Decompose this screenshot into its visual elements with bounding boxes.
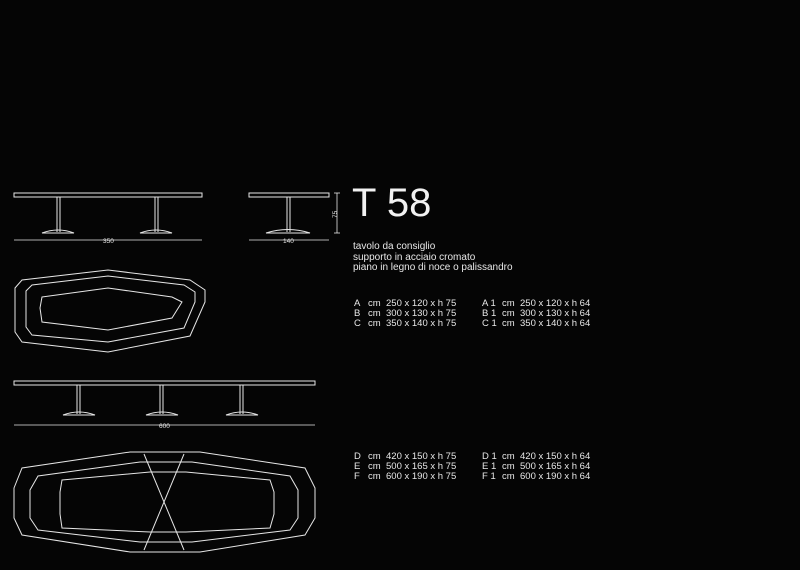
spec-unit: cm: [368, 471, 381, 482]
spec-code: E: [354, 461, 361, 472]
spec-size: 300 x 130 x h 64: [520, 308, 591, 319]
description-line: tavolo da consiglio: [353, 241, 436, 252]
small-table-side-view: [13, 192, 203, 241]
spec-unit: cm: [502, 318, 515, 329]
spec-unit: cm: [368, 298, 381, 309]
spec-row: D 1 cm 420 x 150 x h 64: [482, 452, 590, 462]
spec-size: 600 x 190 x h 64: [520, 471, 591, 482]
spec-code: A: [354, 298, 361, 309]
spec-code: E 1: [482, 461, 497, 472]
spec-size: 500 x 165 x h 64: [520, 461, 591, 472]
spec-row: F 1 cm 600 x 190 x h 64: [482, 472, 590, 482]
spec-unit: cm: [502, 471, 515, 482]
spec-code: B 1: [482, 308, 497, 319]
spec-size: 350 x 140 x h 75: [386, 318, 457, 329]
spec-code: B: [354, 308, 361, 319]
height-dimension: 75: [332, 210, 339, 218]
spec-row: B 1 cm 300 x 130 x h 64: [482, 309, 590, 319]
product-description: tavolo da consiglio supporto in acciaio …: [353, 241, 513, 274]
spec-row: E 1 cm 500 x 165 x h 64: [482, 462, 590, 472]
description-line: piano in legno di noce o palissandro: [353, 262, 513, 273]
spec-size: 420 x 150 x h 75: [386, 451, 457, 462]
spec-size: 500 x 165 x h 75: [386, 461, 457, 472]
spec-row: C 1 cm 350 x 140 x h 64: [482, 319, 590, 329]
model-title: T 58: [352, 181, 432, 225]
spec-size: 250 x 120 x h 64: [520, 298, 591, 309]
spec-unit: cm: [368, 451, 381, 462]
spec-unit: cm: [368, 308, 381, 319]
small-table-plan-view: [14, 269, 206, 353]
spec-size: 600 x 190 x h 75: [386, 471, 457, 482]
spec-unit: cm: [368, 318, 381, 329]
spec-size: 350 x 140 x h 64: [520, 318, 591, 329]
spec-table-abc-1: A 1 cm 250 x 120 x h 64 B 1 cm 300 x 130 x h…: [482, 299, 590, 329]
spec-code: D 1: [482, 451, 497, 462]
spec-unit: cm: [368, 461, 381, 472]
spec-unit: cm: [502, 308, 515, 319]
spec-size: 420 x 150 x h 64: [520, 451, 591, 462]
description-line: supporto in acciaio cromato: [353, 251, 476, 263]
spec-code: A 1: [482, 298, 496, 309]
spec-code: F: [354, 471, 360, 482]
small-length-dimension: 350: [103, 238, 114, 245]
spec-size: 250 x 120 x h 75: [386, 298, 457, 309]
spec-unit: cm: [502, 451, 515, 462]
large-table-side-view: [13, 380, 316, 426]
spec-code: F 1: [482, 471, 496, 482]
spec-code: D: [354, 451, 361, 462]
spec-unit: cm: [502, 298, 515, 309]
spec-table-def-1: D 1 cm 420 x 150 x h 64 E 1 cm 500 x 165 x h…: [482, 452, 590, 482]
small-table-end-view: [248, 192, 340, 241]
large-length-dimension: 600: [159, 423, 170, 430]
large-table-plan-view: [13, 451, 316, 553]
spec-row: A 1 cm 250 x 120 x h 64: [482, 299, 590, 309]
end-width-dimension: 140: [283, 238, 294, 245]
spec-code: C: [354, 318, 361, 329]
spec-size: 300 x 130 x h 75: [386, 308, 457, 319]
spec-code: C 1: [482, 318, 497, 329]
spec-unit: cm: [502, 461, 515, 472]
